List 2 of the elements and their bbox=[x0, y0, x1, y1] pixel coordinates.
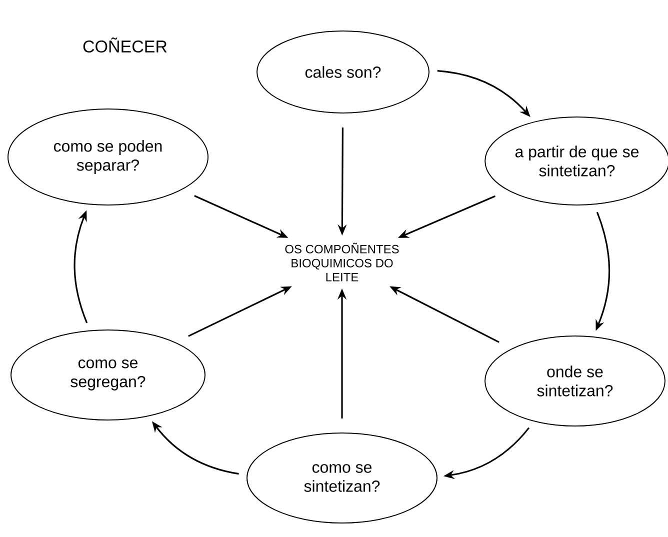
topic-text: OS COMPOÑENTES BIOQUIMICOS DO LEITE bbox=[285, 242, 399, 282]
heading: COÑECER bbox=[83, 37, 167, 53]
